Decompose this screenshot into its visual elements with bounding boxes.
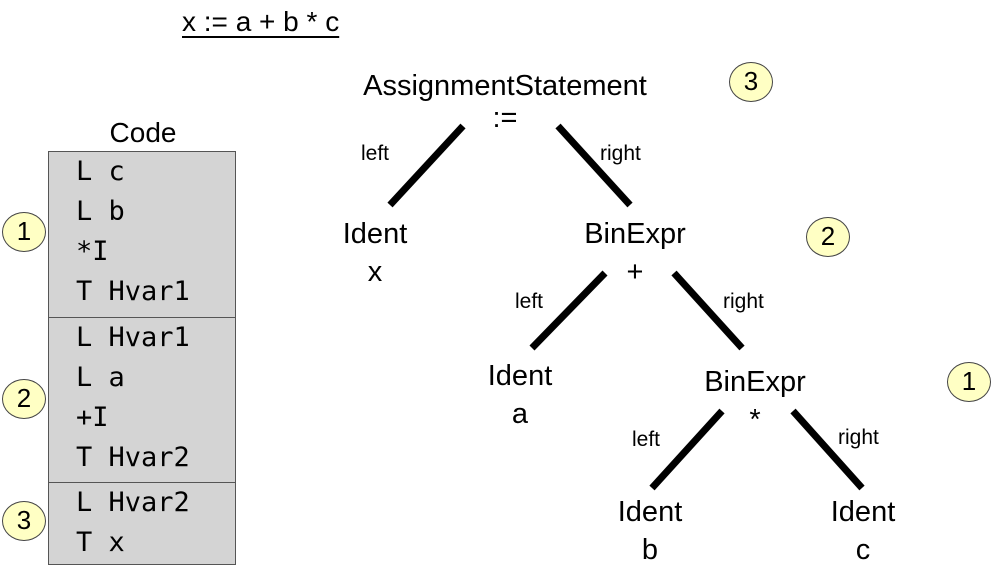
node-name: AssignmentStatement xyxy=(363,70,647,102)
node-value: c xyxy=(855,534,871,566)
node-ident-x: Ident x xyxy=(325,215,425,291)
node-name: BinExpr xyxy=(704,366,806,398)
node-name: BinExpr xyxy=(584,218,686,250)
binexpr-mul-badge: 1 xyxy=(947,362,991,402)
edge-label-left: left xyxy=(361,142,390,165)
node-name: Ident xyxy=(487,360,553,392)
code-line: T x xyxy=(76,527,125,558)
node-ident-b: Ident b xyxy=(600,493,700,569)
code-block-1: L c L b *I T Hvar1 xyxy=(49,152,235,318)
page-title: x := a + b * c xyxy=(182,6,340,37)
edge-plus-to-ident-a xyxy=(529,270,608,351)
code-block-1-badge: 1 xyxy=(2,212,46,252)
node-operator: + xyxy=(626,256,644,288)
node-value: a xyxy=(511,398,529,430)
edge-mul-to-ident-b xyxy=(649,408,725,491)
code-line: L a xyxy=(76,362,125,393)
edge-plus-to-binexpr-mul xyxy=(671,270,745,351)
node-name: Ident xyxy=(342,218,408,250)
code-line: L Hvar2 xyxy=(76,487,190,518)
node-value: b xyxy=(641,534,659,566)
code-line: T Hvar1 xyxy=(76,276,190,307)
node-ident-c: Ident c xyxy=(813,493,913,569)
node-binexpr-mul: BinExpr * xyxy=(685,363,825,439)
code-line: L Hvar1 xyxy=(76,322,190,353)
edge-mul-to-ident-c xyxy=(790,408,865,491)
node-operator: * xyxy=(749,404,761,436)
node-assignment-statement: AssignmentStatement := xyxy=(340,67,670,137)
edge-label-right: right xyxy=(600,142,641,165)
binexpr-plus-badge: 2 xyxy=(806,217,850,257)
edge-label-left: left xyxy=(632,428,661,451)
edge-label-right: right xyxy=(838,426,879,449)
code-block-3: L Hvar2 T x xyxy=(49,483,235,565)
code-line: T Hvar2 xyxy=(76,442,190,473)
edge-root-to-binexpr-plus xyxy=(555,123,633,208)
node-binexpr-plus: BinExpr + xyxy=(565,215,705,291)
code-label: Code xyxy=(109,117,177,148)
root-badge: 3 xyxy=(729,62,773,102)
node-ident-a: Ident a xyxy=(470,357,570,433)
code-line: *I xyxy=(76,236,109,267)
node-name: Ident xyxy=(830,496,896,528)
node-operator: := xyxy=(492,102,518,134)
edge-root-to-ident-x xyxy=(387,123,466,208)
code-line: L b xyxy=(76,196,125,227)
code-line: L c xyxy=(76,156,125,187)
code-block-2: L Hvar1 L a +I T Hvar2 xyxy=(49,318,235,483)
edge-label-right: right xyxy=(723,290,764,313)
code-block-2-badge: 2 xyxy=(2,379,46,419)
node-name: Ident xyxy=(617,496,683,528)
edge-label-left: left xyxy=(515,290,544,313)
code-panel: L c L b *I T Hvar1 L Hvar1 L a +I T Hvar… xyxy=(48,151,236,565)
code-line: +I xyxy=(76,402,109,433)
code-block-3-badge: 3 xyxy=(2,501,46,541)
node-value: x xyxy=(367,256,383,288)
